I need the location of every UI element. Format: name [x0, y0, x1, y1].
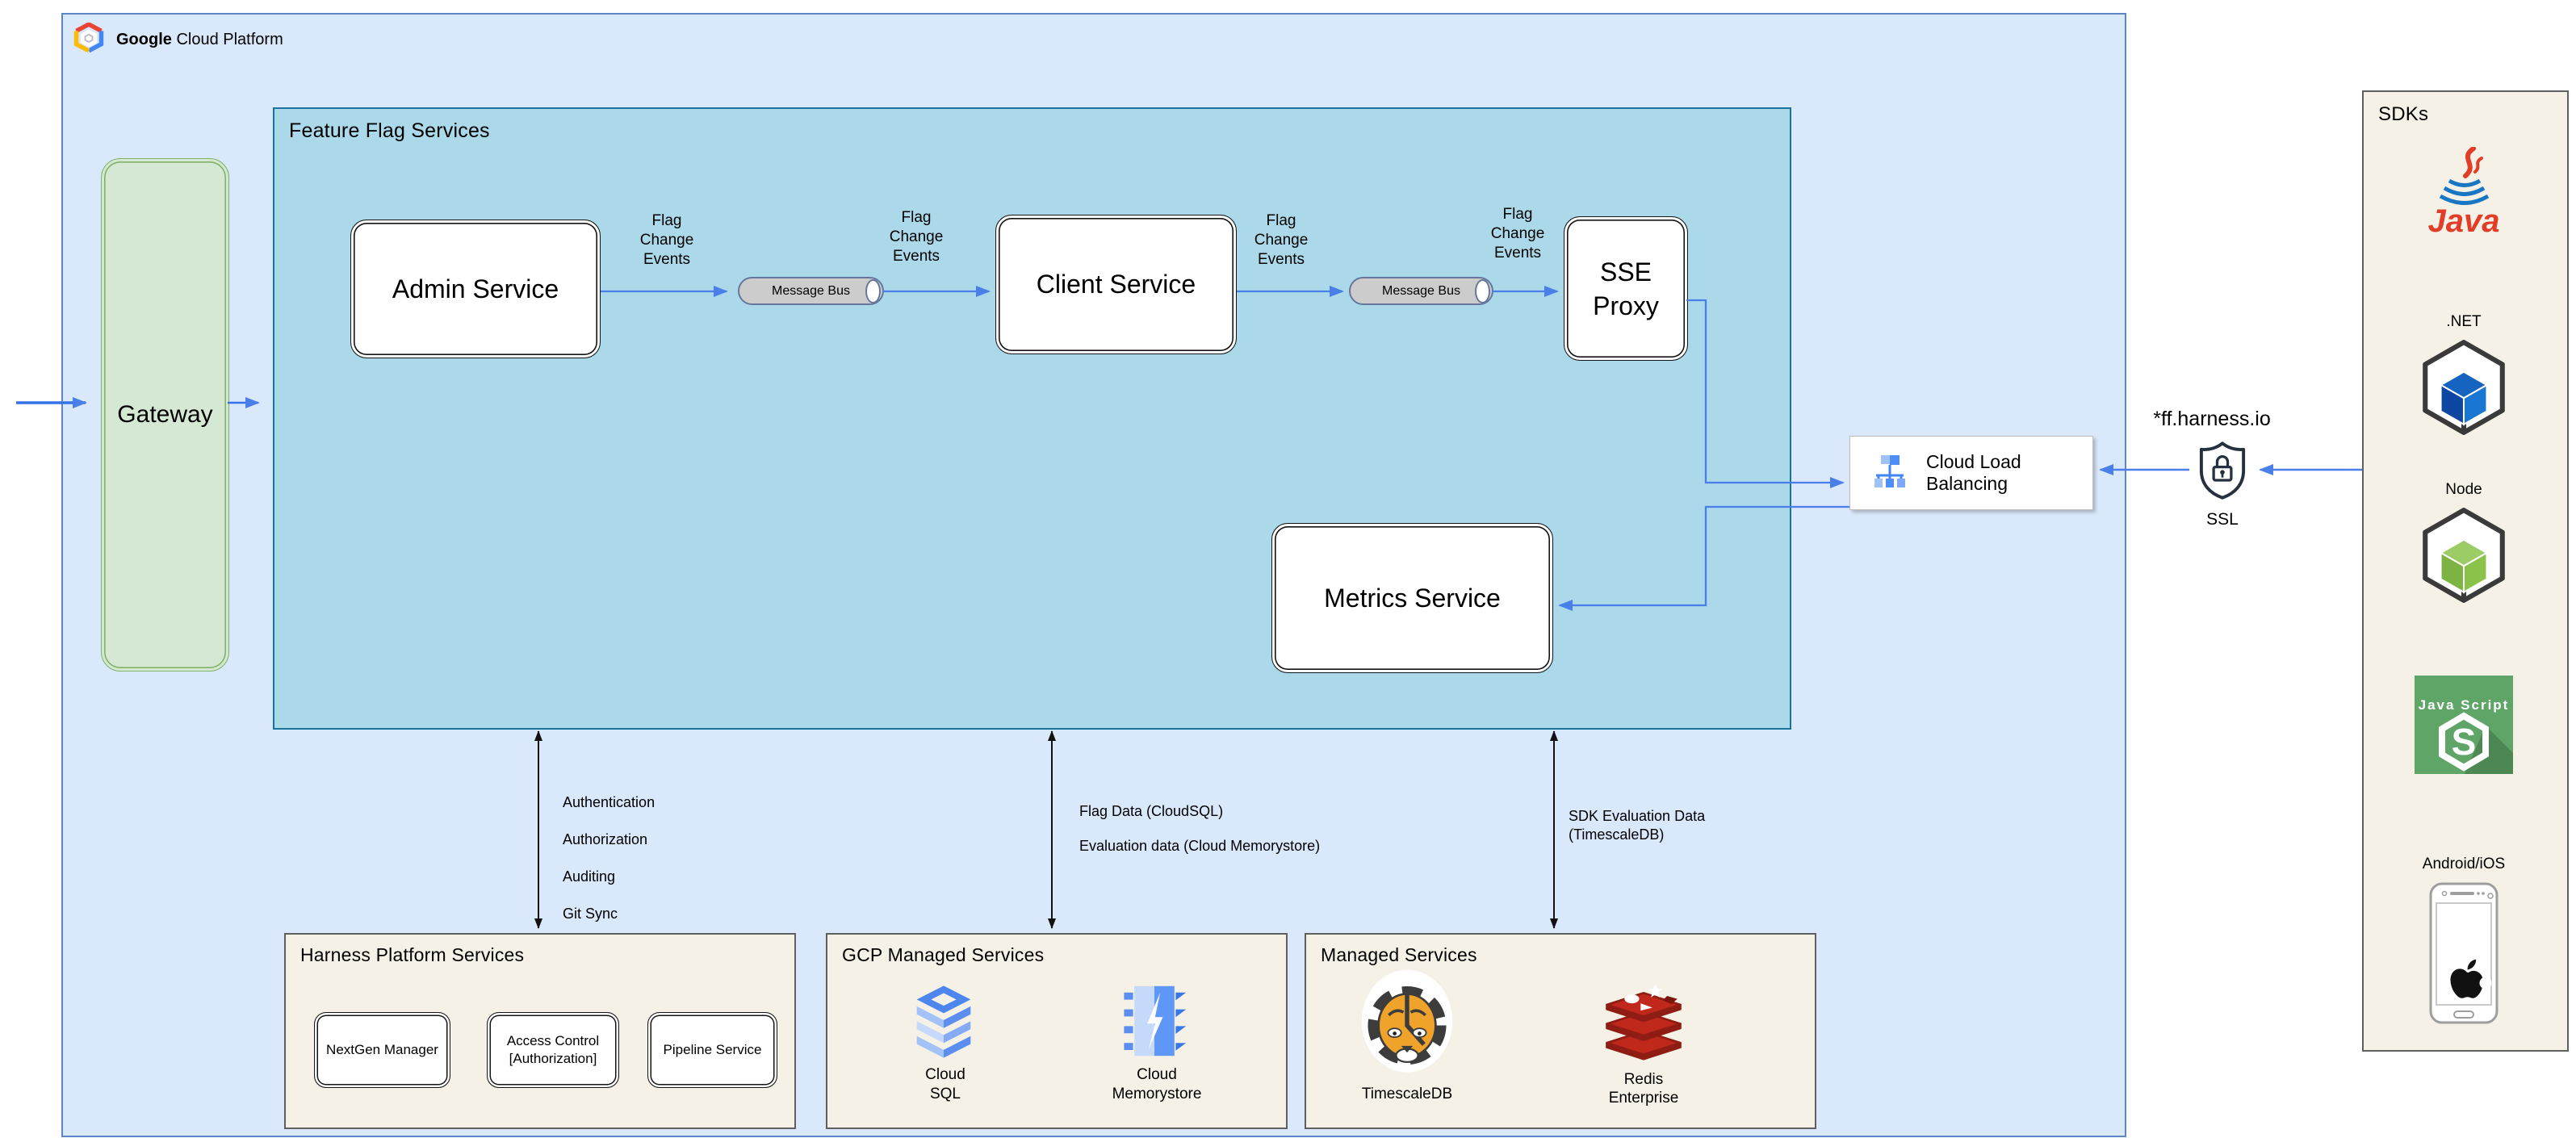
cloud-sql-icon: [912, 982, 975, 1065]
cloud-sql-label: Cloud SQL: [925, 1066, 965, 1102]
android-ios-label: Android/iOS: [2422, 856, 2506, 872]
java-logo-icon: Java: [2425, 146, 2503, 245]
capability-item: Authorization: [563, 831, 648, 847]
node-cube-icon: [2419, 505, 2509, 609]
sdk-evaluation-data-annotation: SDK Evaluation Data (TimescaleDB): [1569, 808, 1706, 843]
redis-enterprise-label: Redis Enterprise: [1608, 1071, 1679, 1107]
gateway-label: Gateway: [117, 401, 213, 428]
pipeline-service-node: Pipeline Service: [647, 1012, 777, 1088]
ssl-shield-icon: [2196, 441, 2249, 504]
feature-flag-services-container: Feature Flag Services: [273, 107, 1791, 730]
javascript-wordmark: Java Script: [2419, 697, 2510, 713]
gcp-header-title: Google Cloud Platform: [116, 31, 283, 49]
message-bus-1: Message Bus: [738, 277, 884, 305]
nextgen-manager-label: NextGen Manager: [326, 1042, 438, 1057]
cloud-load-balancing-node: Cloud Load Balancing: [1849, 436, 2093, 510]
feature-flag-services-title: Feature Flag Services: [289, 119, 490, 142]
harness-platform-services-title: Harness Platform Services: [300, 944, 525, 965]
message-bus-2-cap: [1475, 279, 1490, 303]
sse-proxy-node: SSE Proxy: [1564, 216, 1688, 361]
javascript-s: S: [2452, 721, 2477, 763]
node-label: Node: [2445, 481, 2482, 498]
sse-proxy-label: SSE Proxy: [1593, 257, 1659, 320]
access-control-node: Access Control [Authorization]: [487, 1012, 619, 1088]
flag-change-events-label-2: Flag Change Events: [889, 209, 944, 265]
flag-change-events-label-4: Flag Change Events: [1490, 206, 1545, 261]
message-bus-1-label: Message Bus: [772, 283, 850, 298]
ff-harness-domain-label: *ff.harness.io: [2153, 408, 2271, 430]
client-service-node: Client Service: [995, 215, 1237, 354]
redis-enterprise-icon: [1599, 980, 1688, 1065]
evaluation-data-annotation: Evaluation data (Cloud Memorystore): [1079, 838, 1321, 854]
javascript-logo-icon: Java Script S: [2415, 676, 2513, 778]
gcp-header-rest: Cloud Platform: [176, 30, 283, 48]
cloud-memorystore-label: Cloud Memorystore: [1112, 1066, 1202, 1102]
pipeline-service-label: Pipeline Service: [663, 1042, 762, 1057]
cloud-memorystore-icon: [1116, 982, 1192, 1064]
timescaledb-label: TimescaleDB: [1361, 1086, 1453, 1102]
capability-item: Authentication: [563, 794, 656, 810]
java-wordmark: Java: [2428, 203, 2500, 239]
metrics-service-node: Metrics Service: [1271, 523, 1553, 673]
ssl-label: SSL: [2206, 510, 2239, 529]
cloud-load-balancing-label: Cloud Load Balancing: [1926, 451, 2021, 494]
access-control-label: Access Control [Authorization]: [506, 1033, 600, 1066]
message-bus-2-label: Message Bus: [1382, 283, 1460, 298]
gcp-hexagon-logo-icon: [73, 22, 105, 56]
gateway-node: Gateway: [101, 158, 229, 672]
flag-data-annotation: Flag Data (CloudSQL): [1079, 803, 1224, 819]
message-bus-1-cap: [865, 279, 881, 303]
gcp-header-brand: Google: [116, 30, 172, 48]
admin-service-node: Admin Service: [350, 220, 601, 358]
managed-services-title: Managed Services: [1321, 944, 1477, 965]
admin-service-label: Admin Service: [392, 274, 559, 303]
metrics-service-label: Metrics Service: [1324, 583, 1501, 613]
flag-change-events-label-3: Flag Change Events: [1254, 212, 1309, 268]
gcp-header: Google Cloud Platform: [73, 22, 283, 56]
android-ios-phone-icon: [2429, 881, 2499, 1029]
capability-item: Git Sync: [563, 906, 618, 922]
gcp-managed-services-panel: GCP Managed Services: [826, 933, 1288, 1129]
capability-item: Auditing: [563, 868, 616, 885]
dotnet-label: .NET: [2446, 313, 2482, 330]
nextgen-manager-node: NextGen Manager: [314, 1012, 450, 1088]
client-service-label: Client Service: [1036, 270, 1196, 299]
message-bus-2: Message Bus: [1349, 277, 1493, 305]
cloud-load-balancing-icon: [1871, 454, 1908, 492]
flag-change-events-label-1: Flag Change Events: [639, 212, 694, 268]
sdks-title: SDKs: [2378, 103, 2429, 125]
gcp-managed-services-title: GCP Managed Services: [842, 944, 1045, 965]
dotnet-cube-icon: [2419, 337, 2509, 441]
timescaledb-icon: [1355, 967, 1460, 1081]
